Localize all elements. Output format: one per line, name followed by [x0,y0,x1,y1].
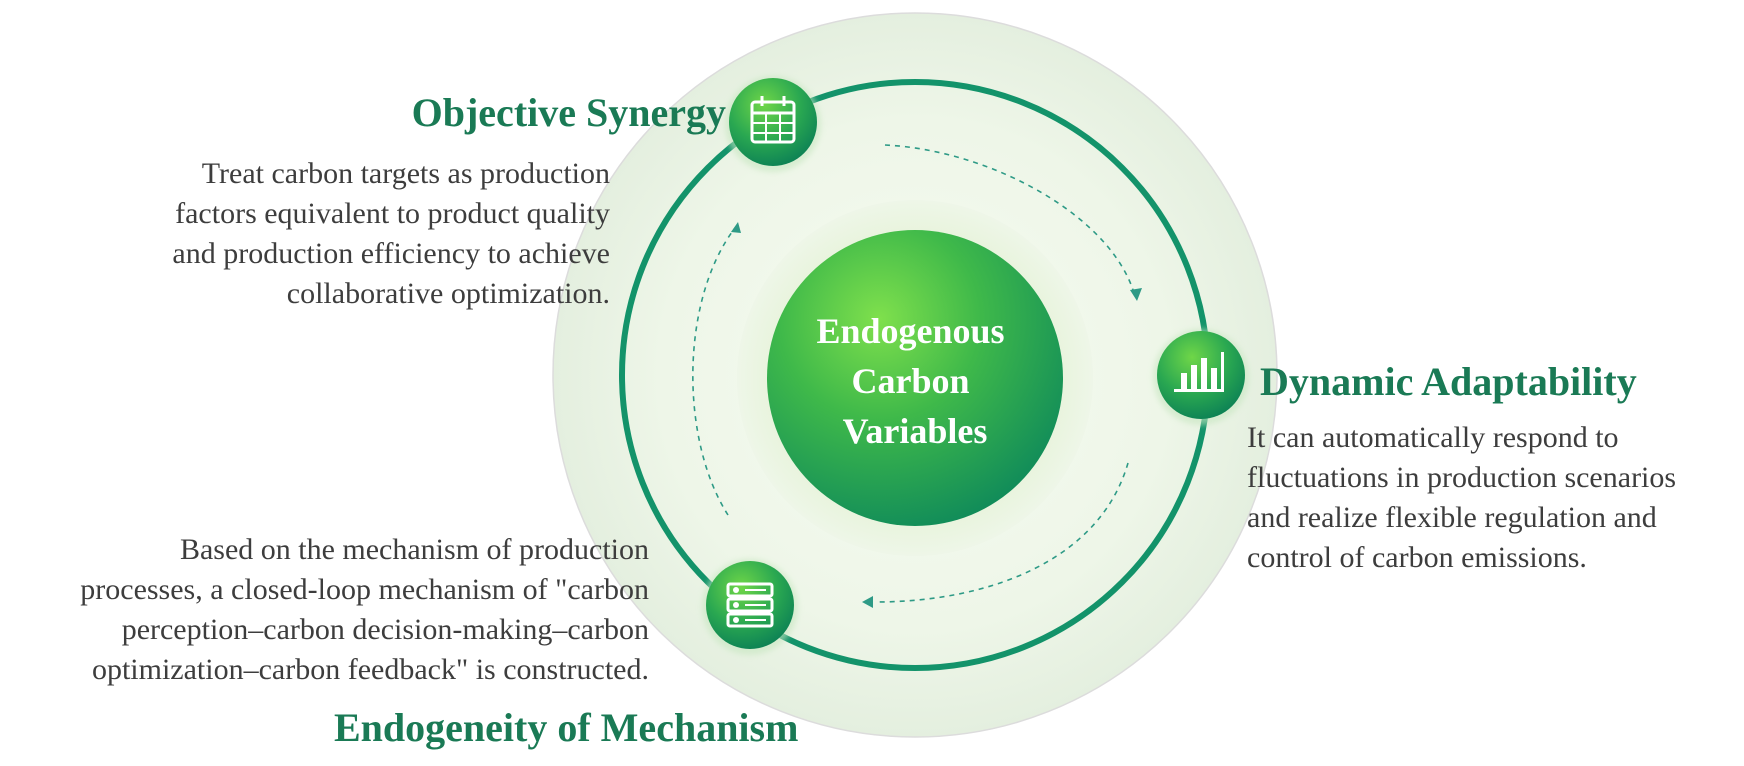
mechanism-node [702,559,798,655]
mechanism-line-1: Based on the mechanism of production [179,533,649,566]
server-list-icon [726,582,774,628]
calendar-grid-icon [750,96,796,144]
synergy-line-1: Treat carbon targets as production [201,157,610,190]
synergy-line-3: and production efficiency to achieve [172,237,610,270]
synergy-node [725,76,821,172]
center-label: Endogenous Carbon Variables [816,311,1013,451]
flow-arrow-top-right [884,144,1135,294]
flow-arrowheads [731,222,1142,608]
mechanism-line-2: processes, a closed-loop mechanism of "c… [80,573,649,606]
mechanism-title: Endogeneity of Mechanism [334,705,799,750]
flow-arrow-bottom [874,462,1129,603]
flow-arrows [692,144,1135,603]
synergy-line-2: factors equivalent to product quality [175,197,610,230]
arrowhead-top-right [1130,288,1142,301]
adaptability-title: Dynamic Adaptability [1260,359,1637,404]
adaptability-line-2: fluctuations in production scenarios [1247,461,1677,494]
adaptability-description: It can automatically respond to fluctuat… [1247,418,1676,578]
adaptability-node [1153,329,1249,425]
adaptability-line-3: and realize flexible regulation and [1247,501,1657,534]
flow-arrow-left [692,227,736,516]
center-line-1: Endogenous [816,311,1004,351]
center-line-3: Variables [843,411,988,451]
synergy-title: Objective Synergy [411,90,726,135]
arrowhead-left [731,222,741,233]
center-ball [767,230,1063,526]
mechanism-description: Based on the mechanism of production pro… [80,530,649,690]
center-line-2: Carbon [851,361,969,401]
synergy-description: Treat carbon targets as production facto… [172,154,610,314]
arrowhead-bottom [862,596,873,608]
mechanism-line-4: optimization–carbon feedback" is constru… [91,653,649,686]
adaptability-line-1: It can automatically respond to [1247,421,1619,454]
mechanism-line-3: perception–carbon decision-making–carbon [121,613,649,646]
bar-chart-icon [1174,352,1224,392]
synergy-line-4: collaborative optimization. [286,277,610,310]
adaptability-line-4: control of carbon emissions. [1247,541,1587,574]
